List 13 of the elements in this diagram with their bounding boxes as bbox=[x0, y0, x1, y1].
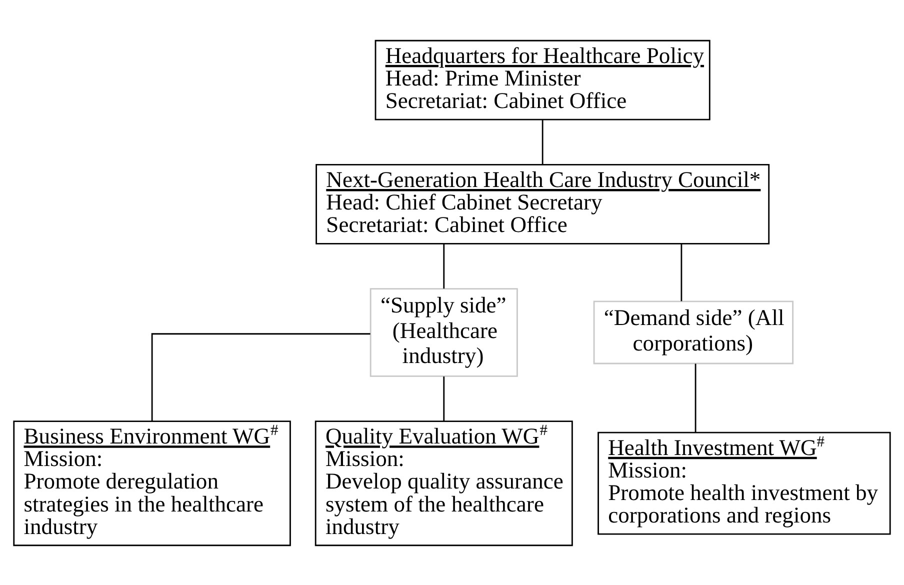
connector bbox=[542, 120, 544, 164]
connector bbox=[443, 244, 445, 288]
connector bbox=[151, 332, 370, 421]
node-box: “Supply side” (Healthcare industry) bbox=[370, 288, 518, 376]
node-box: Headquarters for Healthcare Policy Head: Prime Minister Secretariat: Cabinet Office bbox=[374, 39, 710, 120]
connector bbox=[694, 363, 696, 432]
node-box: Health Investment WG$^{#}$ Mission: Promote health investment by corporations and regions bbox=[598, 431, 891, 534]
node-box: Business Environment WG$^{#}$ Mission: Promote deregulation strategies in the healthcare industry bbox=[13, 420, 291, 546]
connector bbox=[443, 376, 445, 421]
node-box: Next-Generation Health Care Industry Council* Head: Chief Cabinet Secretary Secretariat: Cabinet Office bbox=[316, 164, 770, 244]
node-box: Quality Evaluation WG$^{#}$ Mission: Develop quality assurance system of the healthcare industry bbox=[314, 420, 573, 546]
connector bbox=[680, 244, 682, 301]
node-box: “Demand side” (All corporations) bbox=[593, 300, 794, 364]
